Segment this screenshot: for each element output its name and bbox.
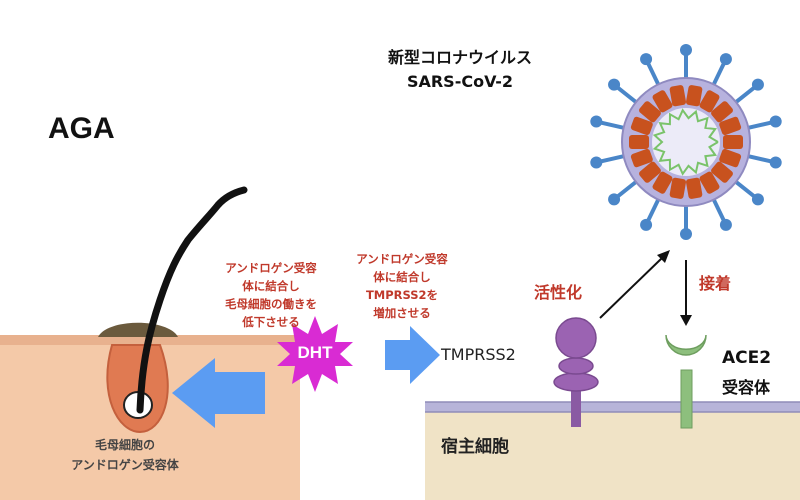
dht-star	[277, 316, 353, 392]
follicle-label-line: 毛母細胞の	[94, 438, 155, 452]
note-line: 増加させる	[373, 306, 431, 320]
tmprss2-label: TMPRSS2	[441, 345, 516, 364]
aga-mechanism-note: アンドロゲン受容 体に結合し 毛母細胞の働きを 低下させる	[196, 259, 346, 331]
activation-label: 活性化	[534, 283, 583, 302]
virus-name-ja: 新型コロナウイルス	[387, 48, 532, 67]
attachment-arrow	[680, 260, 692, 326]
virus-name-en: SARS-CoV-2	[406, 72, 514, 91]
activation-arrow	[599, 250, 670, 319]
host-cell-label: 宿主細胞	[441, 437, 509, 457]
note-line: アンドロゲン受容	[225, 261, 317, 275]
virus-title: 新型コロナウイルス SARS-CoV-2	[360, 46, 560, 94]
ace2-label: ACE2	[722, 348, 772, 368]
tmprss2-protein	[553, 317, 599, 427]
note-line: TMPRSS2を	[365, 288, 439, 302]
dht-to-follicle-arrow	[172, 358, 265, 428]
follicle-label: 毛母細胞の アンドロゲン受容体	[60, 435, 190, 475]
dht-to-tmprss2-arrow	[385, 326, 440, 384]
tmprss2-mechanism-note: アンドロゲン受容 体に結合し TMPRSS2を 増加させる	[352, 250, 452, 322]
ace2-receptor	[665, 334, 707, 429]
hair-strand	[136, 186, 248, 414]
note-line: 体に結合し	[373, 270, 431, 284]
note-line: 毛母細胞の働きを	[225, 297, 317, 311]
virus-particle	[590, 44, 782, 240]
note-line: 低下させる	[242, 315, 300, 329]
receptor-label: 受容体	[722, 378, 771, 397]
host-cell	[425, 401, 800, 500]
dht-label: DHT	[297, 343, 333, 362]
follicle-label-line: アンドロゲン受容体	[71, 458, 179, 472]
note-line: アンドロゲン受容	[356, 252, 448, 266]
note-line: 体に結合し	[242, 279, 300, 293]
attachment-label: 接着	[699, 274, 732, 293]
aga-title: AGA	[48, 112, 115, 145]
